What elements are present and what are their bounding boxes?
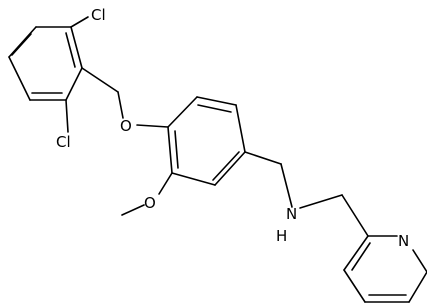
bond-ring-ch2 — [81, 67, 119, 93]
atom-label-cl1: Cl — [91, 6, 106, 24]
atom-label-o-methoxy: O — [144, 194, 156, 212]
atom-label-o-ether: O — [120, 117, 132, 135]
bond-c-cl2 — [65, 99, 69, 133]
atom-label-n-pyridine: N — [398, 232, 409, 250]
bond-ch2-o — [117, 91, 124, 119]
bond-n-ch2 — [299, 194, 343, 209]
pyridine-ring — [343, 235, 427, 303]
atom-label-cl2: Cl — [56, 133, 71, 151]
bond-ch2-n — [280, 163, 293, 208]
bond-ch2-pyridine — [341, 194, 369, 237]
bond-o-ring — [136, 124, 169, 128]
bond-c-cl1 — [70, 16, 89, 28]
dichlorophenyl-ring — [8, 26, 83, 101]
atom-label-n-amine: N — [286, 205, 297, 223]
bond-ring-o-methoxy — [158, 172, 173, 195]
methoxyphenyl-ring — [167, 96, 246, 186]
bond-o-methyl — [121, 204, 145, 216]
bond-ring-ch2-amine — [244, 151, 282, 165]
atom-label-h-amine: H — [276, 227, 287, 245]
